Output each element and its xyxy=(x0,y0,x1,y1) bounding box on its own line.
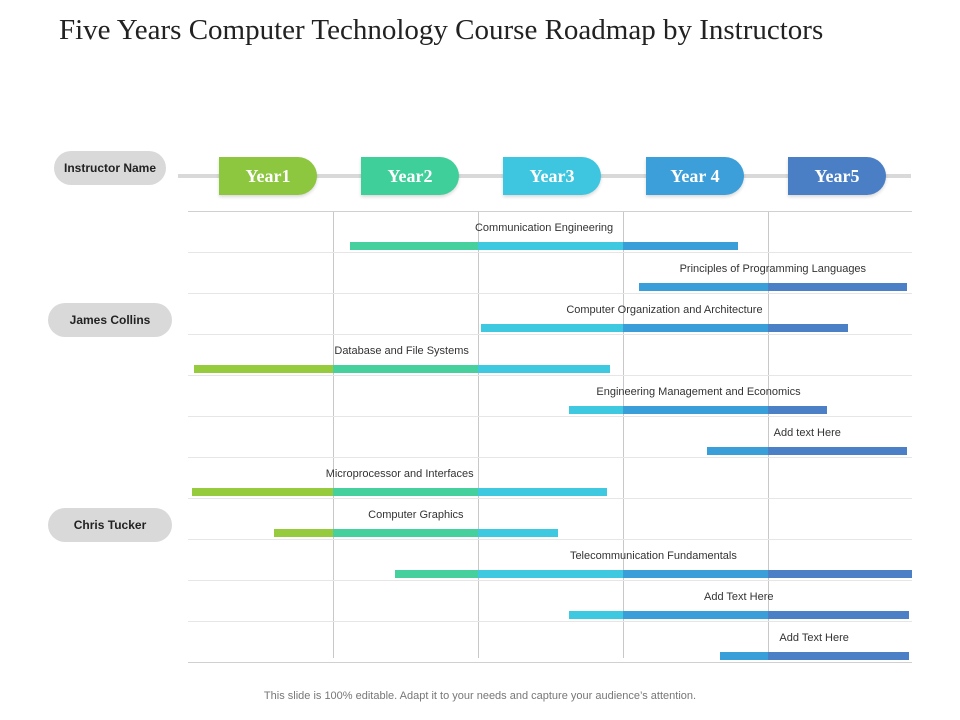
course-bar-segment xyxy=(768,570,912,578)
row-divider xyxy=(188,662,912,663)
course-bar-segment xyxy=(478,488,608,496)
course-bar-segment xyxy=(350,242,478,250)
course-bar-segment xyxy=(623,611,768,619)
course-label: Add Text Here xyxy=(704,591,774,603)
course-bar-segment xyxy=(623,242,738,250)
row-divider xyxy=(188,416,912,417)
course-label: Engineering Management and Economics xyxy=(596,386,801,398)
row-divider xyxy=(188,498,912,499)
course-label: Microprocessor and Interfaces xyxy=(325,468,474,480)
year-3-pill: Year3 xyxy=(503,157,601,195)
year-4-label: Year 4 xyxy=(670,165,720,186)
row-divider xyxy=(188,375,912,376)
row-divider xyxy=(188,334,912,335)
year-1-pill: Year1 xyxy=(219,157,317,195)
year-divider-3 xyxy=(623,211,624,658)
year-2-label: Year2 xyxy=(387,165,433,186)
course-label: Principles of Programming Languages xyxy=(679,263,867,275)
row-divider xyxy=(188,457,912,458)
course-bar-segment xyxy=(478,570,623,578)
course-bar-segment xyxy=(192,488,333,496)
course-bar-segment xyxy=(333,488,478,496)
course-bar-segment xyxy=(478,365,610,373)
year-2-pill: Year2 xyxy=(361,157,459,195)
instructor-name-label: Instructor Name xyxy=(63,161,157,175)
course-bar-segment xyxy=(333,529,478,537)
row-divider xyxy=(188,211,912,212)
course-bar-segment xyxy=(638,283,768,291)
course-bar-segment xyxy=(193,365,333,373)
course-bar-segment xyxy=(480,324,623,332)
year-divider-4 xyxy=(768,211,769,658)
course-label: Computer Organization and Architecture xyxy=(566,304,763,316)
course-bar-segment xyxy=(623,406,768,414)
course-bar-segment xyxy=(569,406,623,414)
course-bar-segment xyxy=(273,529,333,537)
course-bar-segment xyxy=(623,324,768,332)
course-bar-segment xyxy=(768,652,909,660)
course-bar-segment xyxy=(623,570,768,578)
footer-note: This slide is 100% editable. Adapt it to… xyxy=(263,690,697,702)
year-5-pill: Year5 xyxy=(788,157,886,195)
row-divider xyxy=(188,580,912,581)
year-1-label: Year1 xyxy=(245,165,291,186)
instructor-label: James Collins xyxy=(69,313,151,327)
year-3-label: Year3 xyxy=(529,165,575,186)
course-bar-segment xyxy=(768,611,909,619)
course-label: Add text Here xyxy=(773,427,841,439)
course-label: Telecommunication Fundamentals xyxy=(569,550,737,562)
instructor-label: Chris Tucker xyxy=(73,518,147,532)
instructor-james-collins: James Collins xyxy=(48,303,172,337)
row-divider xyxy=(188,252,912,253)
course-bar-segment xyxy=(569,611,623,619)
course-bar-segment xyxy=(333,365,478,373)
row-divider xyxy=(188,293,912,294)
course-label: Communication Engineering xyxy=(474,222,614,234)
course-bar-segment xyxy=(768,324,848,332)
year-4-pill: Year 4 xyxy=(646,157,744,195)
course-bar-segment xyxy=(720,652,768,660)
row-divider xyxy=(188,539,912,540)
course-bar-segment xyxy=(768,283,908,291)
instructor-name-header: Instructor Name xyxy=(54,151,166,185)
course-bar-segment xyxy=(768,406,828,414)
row-divider xyxy=(188,621,912,622)
course-bar-segment xyxy=(395,570,478,578)
year-divider-1 xyxy=(333,211,334,658)
course-bar-segment xyxy=(478,529,558,537)
course-bar-segment xyxy=(707,447,768,455)
year-5-label: Year5 xyxy=(814,165,860,186)
year-divider-2 xyxy=(478,211,479,658)
page-title: Five Years Computer Technology Course Ro… xyxy=(59,14,824,46)
course-label: Computer Graphics xyxy=(368,509,464,521)
course-bar-segment xyxy=(768,447,908,455)
course-bar-segment xyxy=(478,242,623,250)
course-label: Add Text Here xyxy=(779,632,849,644)
course-label: Database and File Systems xyxy=(334,345,469,357)
instructor-chris-tucker: Chris Tucker xyxy=(48,508,172,542)
